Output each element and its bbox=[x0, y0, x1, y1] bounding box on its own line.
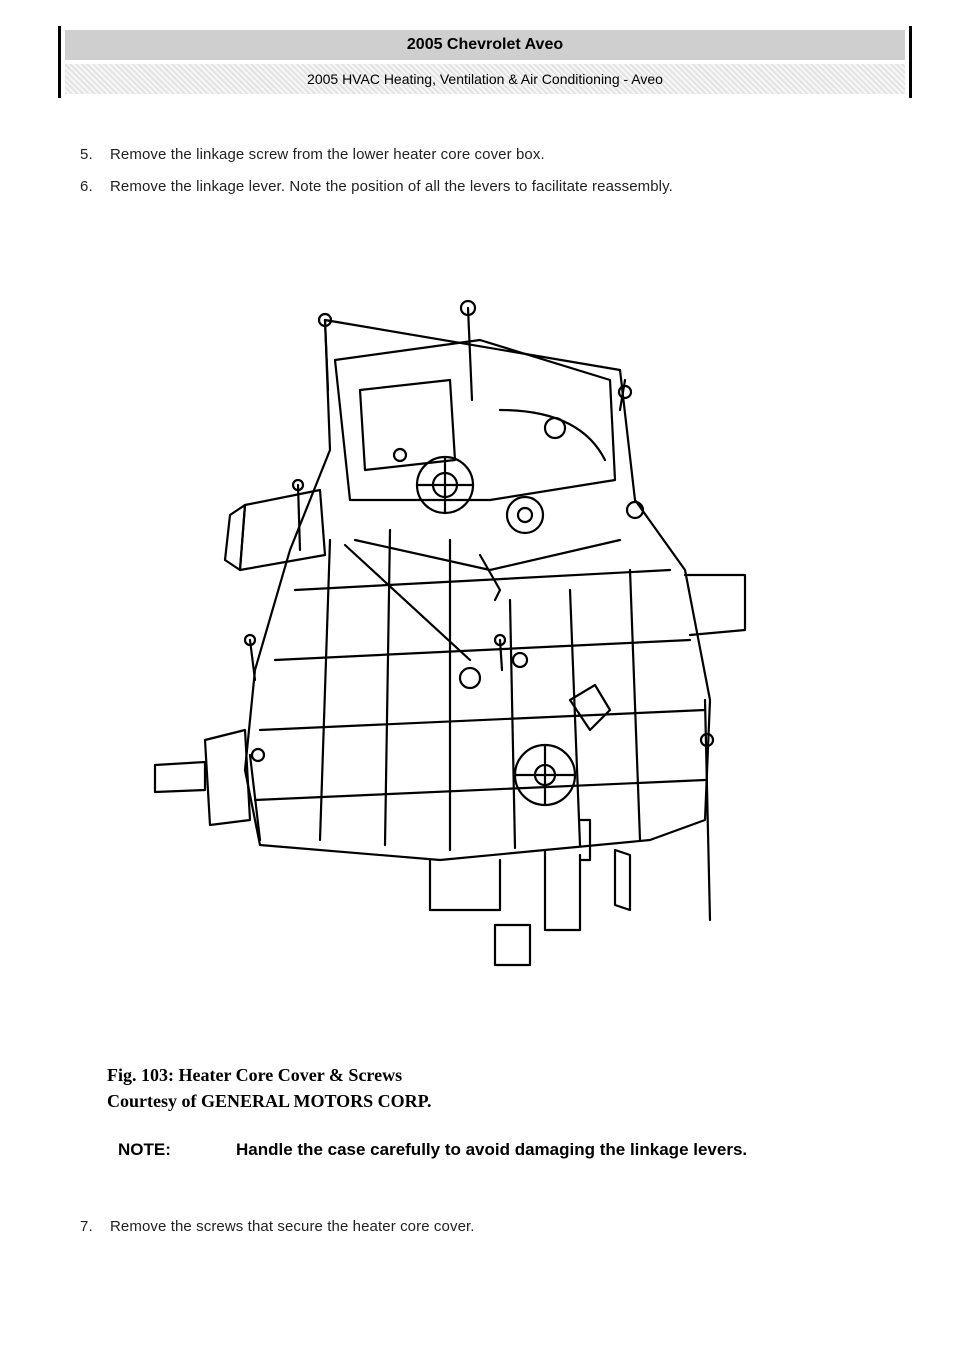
note-text: Handle the case carefully to avoid damag… bbox=[236, 1140, 748, 1159]
step-number: 6. bbox=[80, 178, 93, 195]
step-text: Remove the linkage lever. Note the posit… bbox=[110, 178, 673, 195]
step-6: 6. Remove the linkage lever. Note the pos… bbox=[80, 178, 673, 195]
step-5: 5. Remove the linkage screw from the lowe… bbox=[80, 146, 545, 163]
heater-core-cover-illustration bbox=[153, 300, 747, 967]
step-7: 7. Remove the screws that secure the heat… bbox=[80, 1218, 475, 1235]
figure-title: Fig. 103: Heater Core Cover & Screws bbox=[107, 1065, 403, 1085]
document-title: 2005 Chevrolet Aveo bbox=[65, 30, 905, 60]
document-subtitle: 2005 HVAC Heating, Ventilation & Air Con… bbox=[65, 64, 905, 94]
step-number: 5. bbox=[80, 146, 93, 163]
step-text: Remove the screws that secure the heater… bbox=[110, 1218, 475, 1235]
note-label: NOTE: bbox=[118, 1140, 171, 1159]
step-number: 7. bbox=[80, 1218, 93, 1235]
figure-credit: Courtesy of GENERAL MOTORS CORP. bbox=[107, 1091, 432, 1111]
page-header: 2005 Chevrolet Aveo 2005 HVAC Heating, V… bbox=[58, 26, 912, 98]
figure-caption: Fig. 103: Heater Core Cover & Screws Cou… bbox=[107, 1062, 432, 1114]
step-text: Remove the linkage screw from the lower … bbox=[110, 146, 545, 163]
